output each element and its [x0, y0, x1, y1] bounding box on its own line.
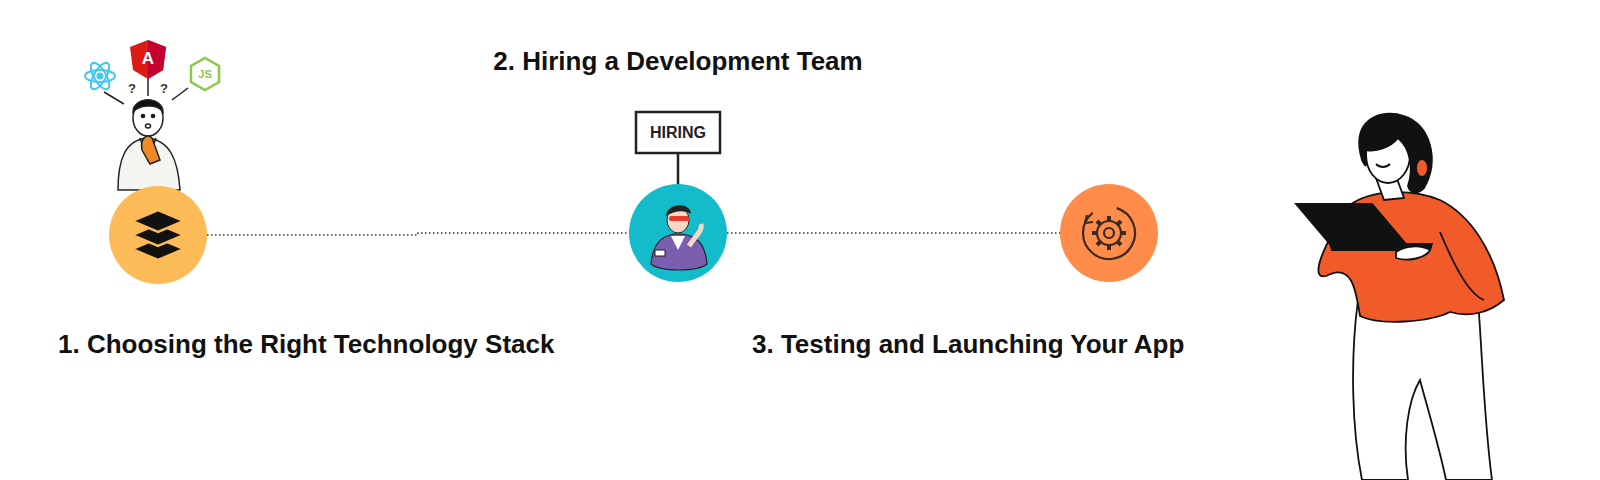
step-heading: 3. Testing and Launching Your App	[752, 329, 1184, 360]
question-mark: ?	[128, 82, 136, 95]
step-circle: 3. Testing and Launching Your App	[1060, 184, 1158, 282]
dotted-connector	[207, 233, 629, 235]
logo-letter: JS	[198, 69, 211, 80]
hiring-sign	[636, 112, 720, 186]
woman-with-laptop	[1296, 114, 1504, 480]
layer-icon	[132, 210, 184, 232]
logo-letter: A	[142, 50, 154, 67]
step-heading: 2. Hiring a Development Team	[493, 46, 862, 77]
step-circle: 1. Choosing the Right Technology Stack	[109, 186, 207, 284]
circle-outline	[109, 186, 207, 284]
sign-text: HIRING	[650, 125, 706, 141]
js-logo	[191, 58, 219, 90]
react-logo	[85, 60, 115, 92]
thinking-person	[104, 78, 188, 190]
hiring-person-icon	[651, 205, 707, 270]
angular-logo	[130, 40, 166, 79]
step-circle-fill	[629, 184, 727, 282]
circle-outline	[1060, 184, 1158, 282]
step-circle-fill	[1060, 184, 1158, 282]
dotted-connector	[727, 232, 1060, 234]
step-circle-fill	[109, 186, 207, 284]
circle-outline	[629, 184, 727, 282]
gear-icon	[1083, 208, 1135, 259]
step-circle: 2. Hiring a Development Team	[629, 184, 727, 282]
question-mark: ?	[160, 82, 168, 95]
step-heading: 1. Choosing the Right Technology Stack	[58, 329, 554, 360]
